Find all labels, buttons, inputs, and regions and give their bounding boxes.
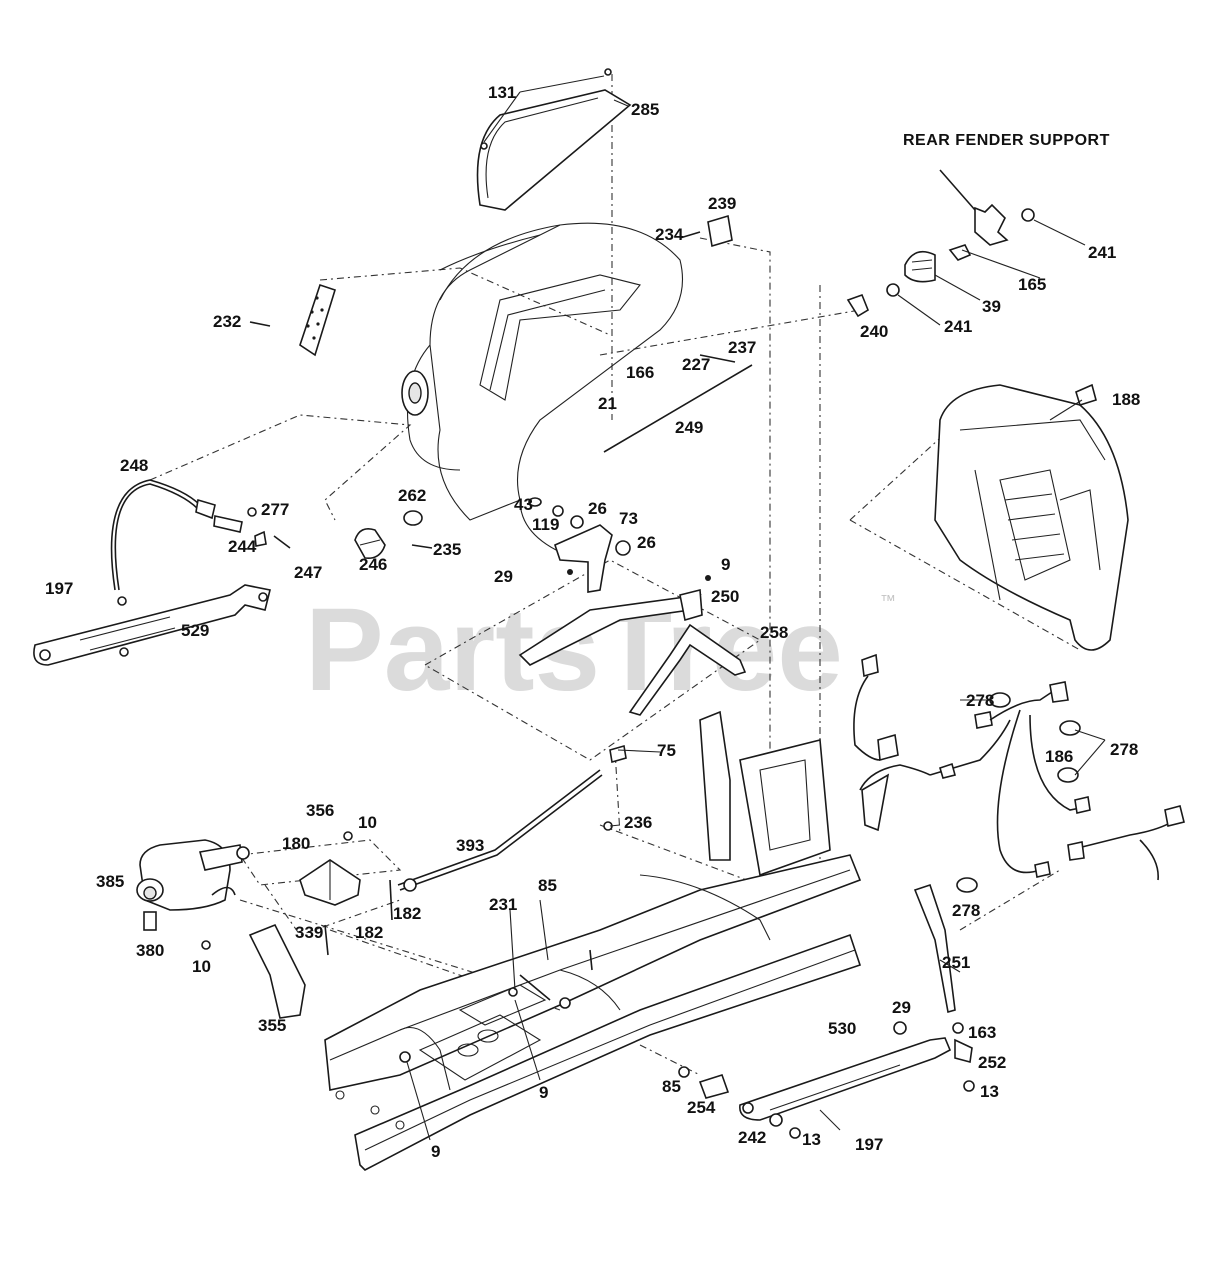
label-250[interactable]: 250 (711, 587, 739, 606)
label-13-lower[interactable]: 13 (802, 1130, 821, 1149)
label-186[interactable]: 186 (1045, 747, 1073, 766)
wiring-harness (853, 653, 1185, 893)
label-252[interactable]: 252 (978, 1053, 1006, 1072)
leader-lines (406, 75, 1106, 1141)
watermark-brand: PartsTree (305, 584, 843, 716)
rear-fender-support-title: REAR FENDER SUPPORT (903, 132, 1110, 149)
label-244[interactable]: 244 (228, 537, 257, 556)
lift-lever-right (678, 883, 975, 1139)
label-339[interactable]: 339 (295, 923, 323, 942)
label-239[interactable]: 239 (708, 194, 736, 213)
label-530[interactable]: 530 (828, 1019, 856, 1038)
label-21[interactable]: 21 (598, 394, 617, 413)
watermark-trademark: ™ (880, 593, 896, 610)
label-85[interactable]: 85 (538, 876, 557, 895)
label-9[interactable]: 9 (721, 555, 730, 574)
label-385[interactable]: 385 (96, 872, 124, 891)
label-180[interactable]: 180 (282, 834, 310, 853)
label-235[interactable]: 235 (433, 540, 461, 559)
label-247[interactable]: 247 (294, 563, 322, 582)
label-26-lower[interactable]: 26 (637, 533, 656, 552)
lift-cable (110, 479, 291, 591)
label-131[interactable]: 131 (488, 83, 516, 102)
fender-flap (476, 68, 632, 211)
label-240[interactable]: 240 (860, 322, 888, 341)
label-10-lower[interactable]: 10 (192, 957, 211, 976)
label-188[interactable]: 188 (1112, 390, 1140, 409)
label-227[interactable]: 227 (682, 355, 710, 374)
label-241-lower[interactable]: 241 (944, 317, 972, 336)
link-rod (397, 744, 627, 892)
label-249[interactable]: 249 (675, 418, 703, 437)
label-242[interactable]: 242 (738, 1128, 766, 1147)
label-355[interactable]: 355 (258, 1016, 286, 1035)
label-163[interactable]: 163 (968, 1023, 996, 1042)
label-29-lower[interactable]: 29 (892, 998, 911, 1017)
label-10[interactable]: 10 (358, 813, 377, 832)
label-356[interactable]: 356 (306, 801, 334, 820)
electric-actuator (136, 839, 250, 931)
label-248[interactable]: 248 (120, 456, 148, 475)
drawing-layer (33, 68, 1185, 1171)
lift-lever-left (33, 584, 271, 666)
label-237[interactable]: 237 (728, 338, 756, 357)
mounting-brackets (201, 831, 393, 1019)
seat-back (934, 383, 1129, 651)
label-380[interactable]: 380 (136, 941, 164, 960)
label-278-right[interactable]: 278 (1110, 740, 1138, 759)
lift-rod (603, 364, 753, 453)
label-529[interactable]: 529 (181, 621, 209, 640)
label-277[interactable]: 277 (261, 500, 289, 519)
main-frame (324, 710, 862, 1171)
label-85-lower[interactable]: 85 (662, 1077, 681, 1096)
knob-assembly (354, 510, 433, 560)
label-75[interactable]: 75 (657, 741, 676, 760)
label-234[interactable]: 234 (655, 225, 684, 244)
label-231[interactable]: 231 (489, 895, 517, 914)
labels-layer: REAR FENDER SUPPORT 131 285 239 234 241 … (45, 83, 1140, 1161)
label-9-mid[interactable]: 9 (539, 1083, 548, 1102)
label-393[interactable]: 393 (456, 836, 484, 855)
label-43[interactable]: 43 (514, 495, 533, 514)
label-236[interactable]: 236 (624, 813, 652, 832)
watermark: PartsTree ™ (305, 584, 896, 716)
label-254[interactable]: 254 (687, 1098, 716, 1117)
rear-fender (401, 222, 684, 561)
label-246[interactable]: 246 (359, 555, 387, 574)
label-278[interactable]: 278 (966, 691, 994, 710)
label-166[interactable]: 166 (626, 363, 654, 382)
label-119[interactable]: 119 (532, 515, 559, 534)
label-182-lower[interactable]: 182 (355, 923, 383, 942)
label-258[interactable]: 258 (760, 623, 788, 642)
label-165[interactable]: 165 (1018, 275, 1046, 294)
fender-support-hardware (679, 169, 1035, 363)
label-26[interactable]: 26 (588, 499, 607, 518)
label-285[interactable]: 285 (631, 100, 659, 119)
label-251[interactable]: 251 (942, 953, 970, 972)
label-9-bottom[interactable]: 9 (431, 1142, 440, 1161)
label-262[interactable]: 262 (398, 486, 426, 505)
label-278-lower[interactable]: 278 (952, 901, 980, 920)
label-197[interactable]: 197 (45, 579, 73, 598)
label-182[interactable]: 182 (393, 904, 421, 923)
label-39[interactable]: 39 (982, 297, 1001, 316)
label-197-lower[interactable]: 197 (855, 1135, 883, 1154)
label-73[interactable]: 73 (619, 509, 638, 528)
perforated-panel (249, 283, 336, 357)
label-29[interactable]: 29 (494, 567, 513, 586)
label-13[interactable]: 13 (980, 1082, 999, 1101)
label-232[interactable]: 232 (213, 312, 241, 331)
pivot-assembly (518, 497, 747, 716)
label-241[interactable]: 241 (1088, 243, 1116, 262)
